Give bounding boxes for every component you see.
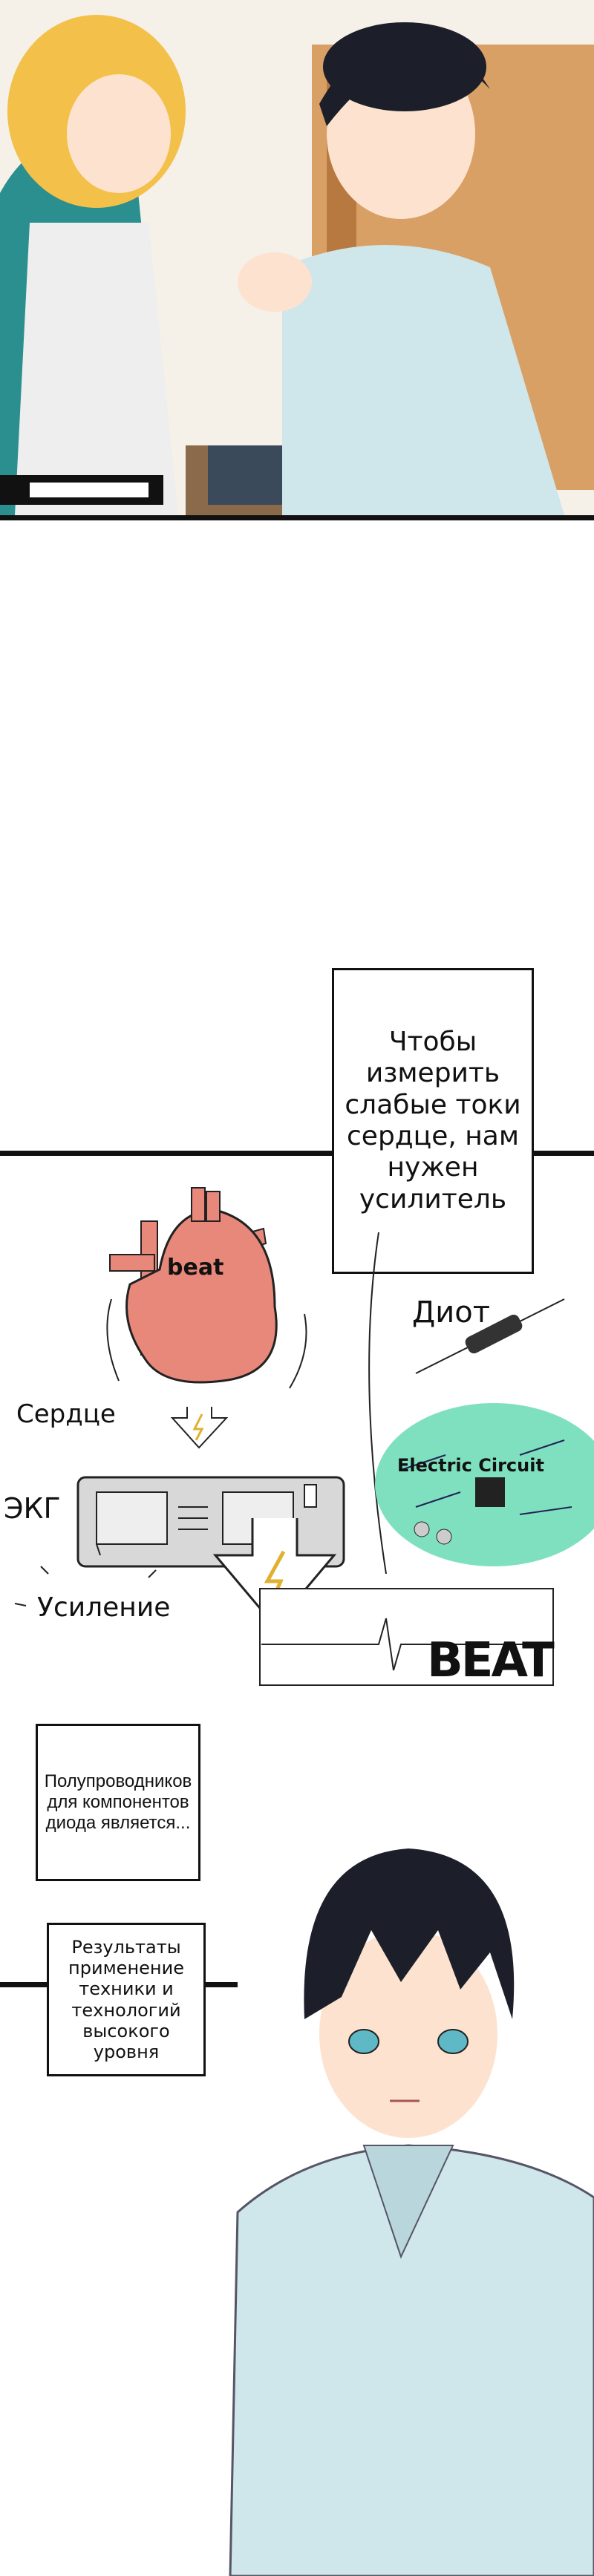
- caption-line: технологий: [71, 1999, 181, 2021]
- caption-line: Результаты: [71, 1936, 181, 1958]
- diode-icon: [415, 1298, 565, 1374]
- divider-curve: [368, 1232, 387, 1575]
- caption-line: применение: [68, 1957, 184, 1978]
- ecg-label: ЭКГ: [4, 1492, 61, 1525]
- amplification-label: Усиление: [37, 1592, 171, 1623]
- circuit-board-illustration: [375, 1403, 594, 1566]
- characters-talking-illustration: [0, 15, 594, 515]
- caption-line: усилитель: [359, 1183, 507, 1215]
- caption-line: нужен: [387, 1152, 479, 1183]
- character-portrait: [229, 1848, 594, 2576]
- top-comic-panel: [0, 0, 594, 520]
- small-arrow-icon: [170, 1407, 229, 1449]
- ecg-diagram: [14, 1187, 594, 1686]
- caption-line: высокого: [82, 2020, 170, 2041]
- caption-line: уровня: [93, 2041, 160, 2063]
- caption-line: слабые токи: [345, 1089, 521, 1120]
- circuit-label: Electric Circuit: [397, 1455, 544, 1476]
- caption-results: Результаты применение техники и технолог…: [47, 1923, 206, 2076]
- caption-amplifier: Чтобы измерить слабые токи сердце, нам н…: [332, 968, 534, 1274]
- caption-line: для компонентов: [47, 1791, 189, 1812]
- ecg-waveform-chart: [259, 1588, 554, 1686]
- caption-line: измерить: [365, 1058, 500, 1089]
- ecg-machine: [76, 1476, 345, 1568]
- motion-lines: [106, 1298, 307, 1389]
- caption-line: Полупроводников: [44, 1771, 192, 1791]
- panel-divider: [0, 1151, 594, 1156]
- diode-label: Диот: [412, 1295, 491, 1330]
- heart-label: Сердце: [16, 1399, 116, 1429]
- caption-line: Чтобы: [388, 1026, 477, 1057]
- caption-line: сердце, нам: [347, 1121, 519, 1151]
- caption-semiconductor: Полупроводников для компонентов диода яв…: [36, 1724, 200, 1881]
- caption-line: диода является...: [45, 1813, 191, 1834]
- sunburst-lines: [14, 1543, 157, 1606]
- heart-illustration: [109, 1187, 278, 1384]
- heart-beat-sfx: beat: [167, 1255, 224, 1281]
- beat-sfx: BEAT: [427, 1633, 555, 1688]
- caption-line: техники и: [79, 1978, 174, 2000]
